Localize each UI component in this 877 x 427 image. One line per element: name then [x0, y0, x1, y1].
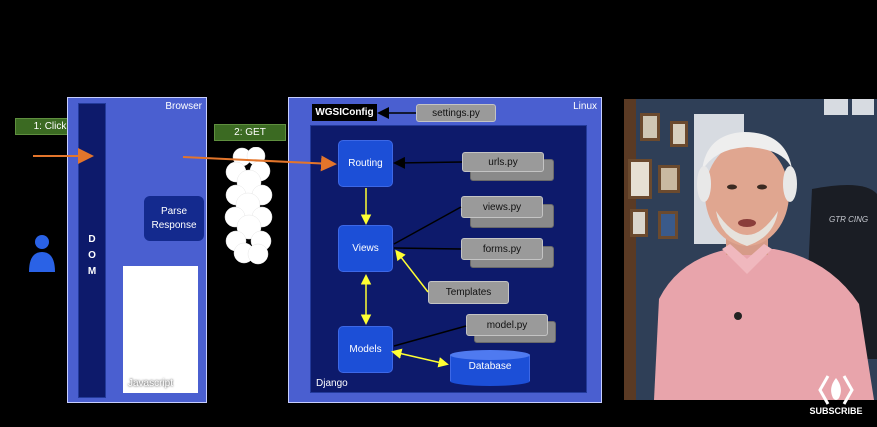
webcam-video[interactable]: GTR CING — [624, 99, 877, 400]
templates-label: Templates — [445, 287, 492, 298]
javascript-label: Javascript — [128, 378, 174, 389]
settings-file: settings.py — [416, 104, 496, 122]
urls-file: urls.py — [462, 152, 544, 172]
urls-file-label: urls.py — [488, 156, 518, 168]
database-label: Database — [468, 361, 512, 372]
internet-cloud — [224, 147, 273, 265]
parse-response-box: Parse Response — [144, 196, 204, 241]
views-file: views.py — [461, 196, 543, 218]
dom-letter-d: D — [88, 234, 96, 245]
models-label: Models — [349, 344, 382, 355]
step-get-tag: 2: GET — [214, 124, 286, 141]
model-file: model.py — [466, 314, 548, 336]
models-node: Models — [338, 326, 393, 373]
django-label: Django — [316, 378, 348, 389]
routing-node: Routing — [338, 140, 393, 187]
wsgi-config-box: WGSIConfig — [312, 104, 377, 121]
database-top — [450, 350, 530, 360]
views-file-label: views.py — [482, 201, 522, 213]
browser-title: Browser — [165, 101, 202, 112]
forms-file: forms.py — [461, 238, 543, 260]
dom-label: D O M — [78, 232, 106, 280]
user-icon — [29, 235, 55, 272]
parse-response-label: Parse Response — [151, 205, 197, 231]
linux-title: Linux — [573, 101, 597, 112]
dom-letter-o: O — [88, 250, 96, 261]
step-get-label: 2: GET — [234, 127, 266, 138]
settings-file-label: settings.py — [432, 107, 480, 119]
forms-file-label: forms.py — [482, 243, 522, 255]
model-file-label: model.py — [486, 319, 528, 331]
javascript-box — [123, 266, 198, 393]
step-click-label: 1: Click — [33, 121, 67, 132]
dom-letter-m: M — [87, 266, 97, 277]
wsgi-config-label: WGSIConfig — [315, 107, 374, 118]
routing-label: Routing — [348, 158, 383, 169]
subscribe-logo-icon[interactable] — [806, 370, 866, 420]
database-bottom — [450, 376, 530, 386]
views-node: Views — [338, 225, 393, 272]
chair-brand-text: GTR CING — [829, 215, 868, 224]
templates-box: Templates — [428, 281, 509, 304]
views-label: Views — [352, 243, 379, 254]
subscribe-label[interactable]: SUBSCRIBE — [809, 406, 863, 416]
